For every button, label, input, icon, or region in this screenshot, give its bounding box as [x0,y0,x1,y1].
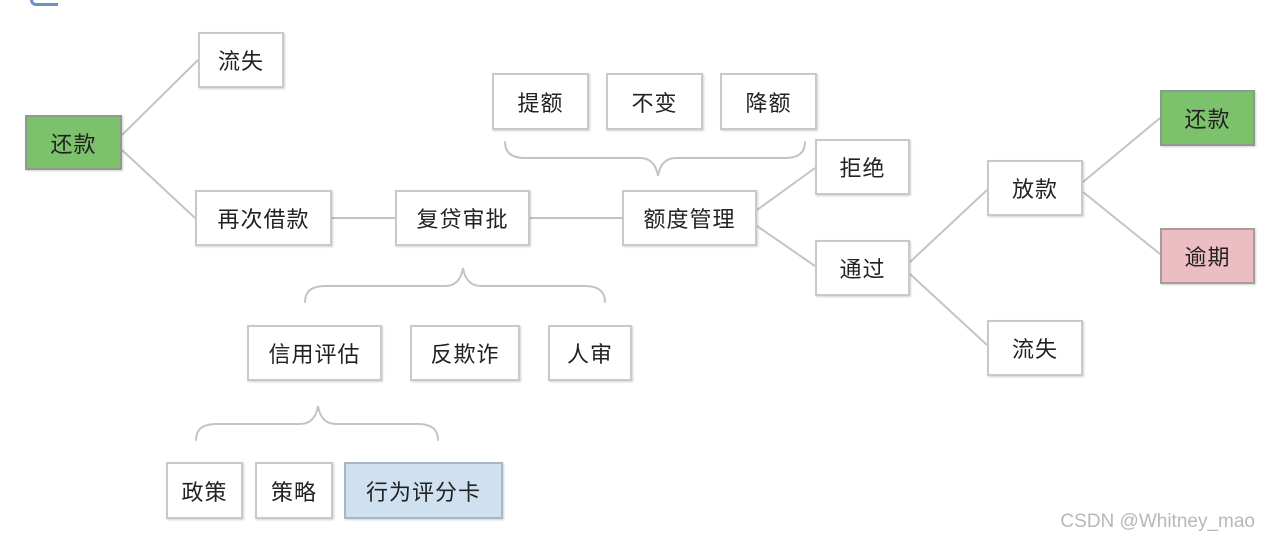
connector-repay-to-churn [121,59,199,136]
reject-node: 拒绝 [815,139,910,195]
reborrow-node: 再次借款 [195,190,332,246]
connector-disburse-to-repay [1082,117,1161,183]
raise-limit-node: 提额 [492,73,589,130]
brace-approval-steps [304,267,606,303]
limit-management-node: 额度管理 [622,190,757,246]
strategy-node: 策略 [255,462,333,519]
watermark: CSDN @Whitney_mao [1060,511,1255,532]
re-loan-approval-node: 复贷审批 [395,190,530,246]
repay-start-node: 还款 [25,115,122,170]
overdue-node: 逾期 [1160,228,1255,284]
credit-assessment-node: 信用评估 [247,325,382,381]
keep-limit-node: 不变 [606,73,703,130]
connector-pass-to-churn [909,273,988,346]
churn-top-node: 流失 [198,32,284,88]
repay-end-node: 还款 [1160,90,1255,146]
connector-repay-to-reborrow [121,149,196,219]
brace-limit-options [504,141,806,177]
connector-disburse-to-overdue [1082,191,1161,255]
behavior-scorecard-node: 行为评分卡 [344,462,503,519]
pass-node: 通过 [815,240,910,296]
disburse-node: 放款 [987,160,1083,216]
corner-decoration [30,0,58,6]
connector-limit-to-pass [756,225,816,267]
lower-limit-node: 降额 [720,73,817,130]
anti-fraud-node: 反欺诈 [410,325,520,381]
brace-credit-components [195,405,439,441]
connector-pass-to-disburse [909,189,988,263]
manual-review-node: 人审 [548,325,632,381]
churn-right-node: 流失 [987,320,1083,376]
connector-limit-to-reject [756,167,816,211]
policy-node: 政策 [166,462,243,519]
